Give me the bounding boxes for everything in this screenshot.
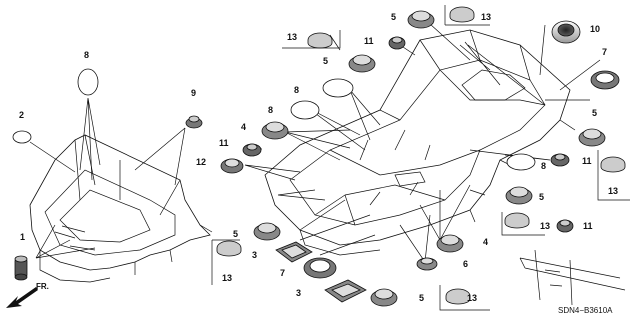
callout-label: 13 [481, 12, 491, 22]
callout-label: 3 [296, 288, 301, 298]
callout-label: 13 [222, 273, 232, 283]
callout-label: 13 [467, 293, 477, 303]
callout-label: 5 [391, 12, 396, 22]
oval-seal-part [12, 130, 32, 144]
grommet-part [220, 158, 244, 174]
small-grommet-part [242, 143, 262, 157]
callout-label: 13 [608, 186, 618, 196]
grommet-part [407, 10, 435, 29]
small-grommet-part [556, 219, 574, 233]
callout-label: 5 [539, 192, 544, 202]
grommet-part [436, 234, 464, 253]
grommet-part [578, 128, 606, 147]
grommet-part [370, 288, 398, 307]
ring-part [590, 70, 620, 90]
callout-label: 4 [241, 122, 246, 132]
callout-label: 3 [252, 250, 257, 260]
oval-seal-part [77, 68, 99, 96]
callout-label: 8 [268, 105, 273, 115]
rect-plug-part [324, 279, 367, 303]
callout-label: 5 [592, 108, 597, 118]
callout-label: 13 [540, 221, 550, 231]
callout-label: 11 [219, 138, 229, 148]
side-rail [519, 249, 626, 306]
callout-labels: 8 2 9 1 13 5 11 5 13 10 7 8 8 4 11 12 5 … [19, 12, 618, 303]
small-grommet-part [388, 36, 406, 50]
front-arrow-icon [6, 287, 38, 308]
callout-label: 7 [602, 47, 607, 57]
callout-label: 9 [191, 88, 196, 98]
tall-grommet-part [14, 255, 28, 281]
grommet-part [261, 121, 289, 140]
front-direction-label: FR. [36, 282, 49, 291]
ring-part [303, 257, 337, 279]
callout-label: 8 [541, 161, 546, 171]
callout-label: 5 [233, 229, 238, 239]
floor-panel [264, 29, 576, 256]
dome-cap-part [600, 156, 626, 173]
rect-plug-part [275, 241, 313, 263]
small-grommet-part [185, 115, 203, 129]
callout-label: 5 [323, 56, 328, 66]
dome-cap-part [504, 212, 530, 229]
callout-brackets [211, 5, 630, 311]
oval-seal-part [506, 153, 536, 171]
callout-label: 2 [19, 110, 24, 120]
large-grommet-part [551, 20, 581, 44]
dome-cap-part [216, 240, 242, 257]
callout-label: 13 [287, 32, 297, 42]
callout-label: 1 [20, 232, 25, 242]
callout-label: 11 [364, 36, 374, 46]
callout-label: 8 [84, 50, 89, 60]
front-direction-indicator: FR. [6, 282, 49, 308]
leader-lines [29, 14, 601, 263]
dome-cap-part [445, 288, 471, 305]
dome-cap-part [307, 32, 333, 49]
callout-label: 5 [419, 293, 424, 303]
callout-label: 11 [582, 156, 592, 166]
small-grommet-part [416, 257, 438, 271]
grommet-part [253, 222, 281, 241]
grommet-part [348, 54, 376, 73]
oval-seal-part [290, 100, 320, 120]
callout-label: 12 [196, 157, 206, 167]
callout-label: 6 [463, 259, 468, 269]
callout-label: 11 [583, 221, 593, 231]
dome-cap-part [449, 6, 475, 23]
callout-label: 4 [483, 237, 488, 247]
callout-label: 10 [590, 24, 600, 34]
callout-label: 8 [294, 85, 299, 95]
small-grommet-part [550, 153, 570, 167]
diagram-code: SDN4−B3610A [558, 306, 613, 315]
oval-seal-part [322, 78, 354, 98]
rear-body-panel [29, 134, 213, 283]
grommet-part [505, 186, 533, 205]
callout-label: 7 [280, 268, 285, 278]
